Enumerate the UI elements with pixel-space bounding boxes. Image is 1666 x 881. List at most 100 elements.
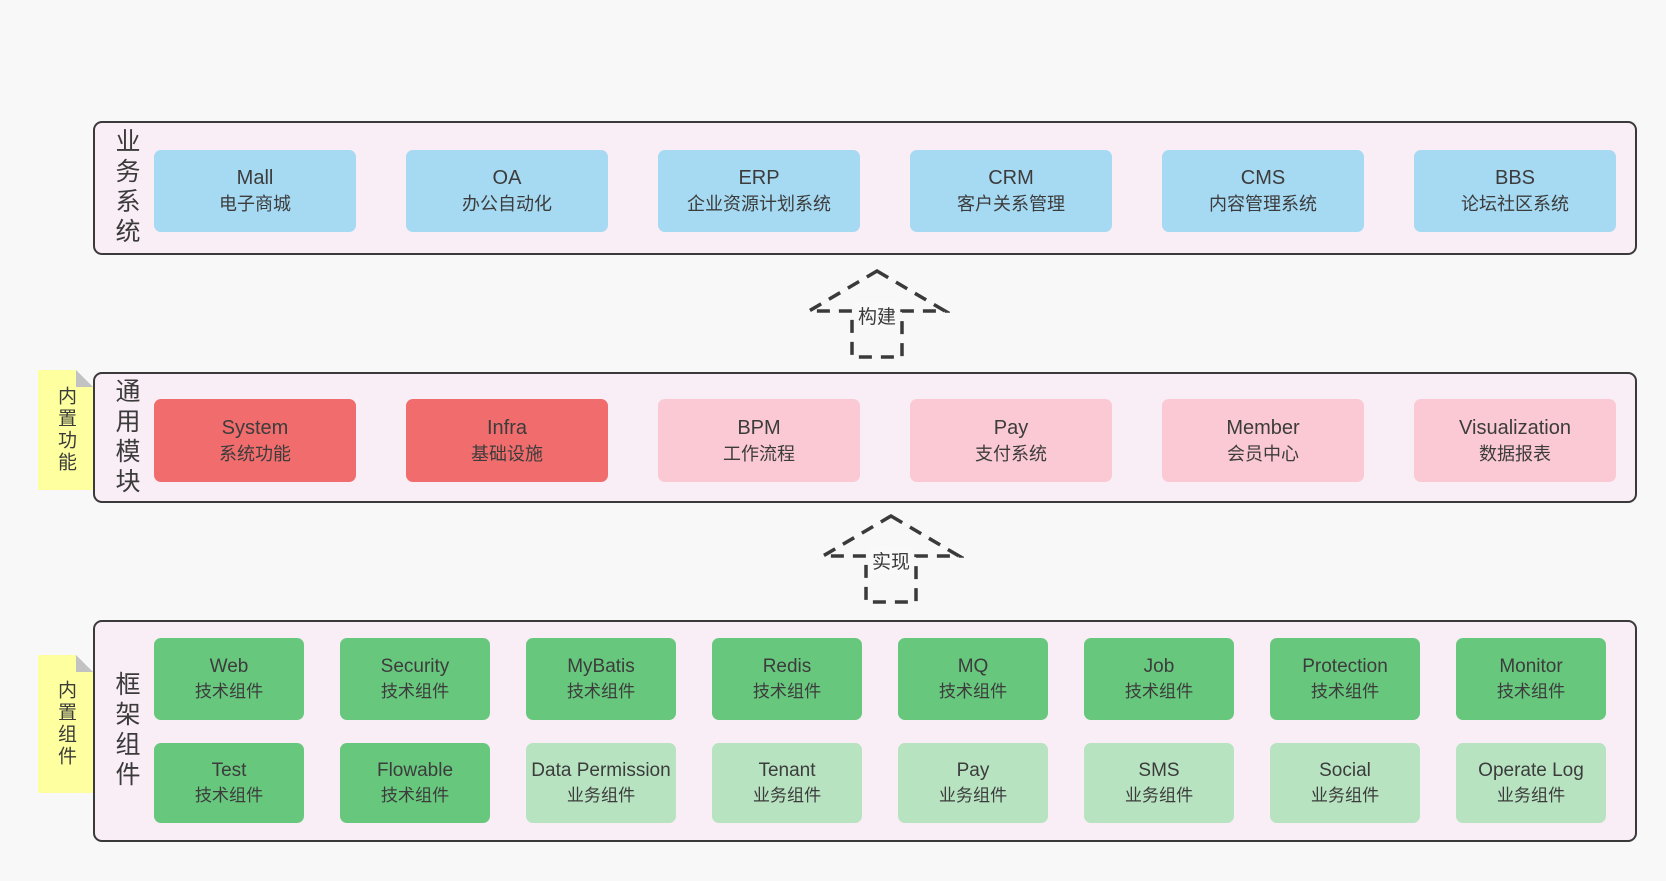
box-title: Job — [1143, 656, 1175, 678]
box-subtitle: 技术组件 — [194, 682, 264, 702]
box-visualization: Visualization 数据报表 — [1414, 399, 1616, 482]
box-title: BPM — [737, 416, 781, 439]
box-mq: MQ 技术组件 — [898, 638, 1048, 720]
folded-corner-icon — [76, 655, 93, 672]
box-subtitle: 业务组件 — [1310, 786, 1380, 806]
box-subtitle: 业务组件 — [938, 786, 1008, 806]
box-title: Infra — [486, 416, 528, 439]
box-subtitle: 会员中心 — [1227, 443, 1299, 464]
box-title: SMS — [1138, 760, 1180, 782]
box-title: CRM — [988, 167, 1034, 190]
sticky-note-label: 内置组件 — [55, 680, 76, 768]
sticky-note-label: 内置功能 — [55, 386, 76, 474]
box-subtitle: 技术组件 — [566, 682, 636, 702]
box-subtitle: 技术组件 — [380, 786, 450, 806]
box-title: Member — [1226, 416, 1300, 439]
box-title: Visualization — [1459, 416, 1571, 439]
box-title: Social — [1319, 760, 1371, 782]
box-subtitle: 技术组件 — [938, 682, 1008, 702]
box-title: MQ — [957, 656, 989, 678]
box-subtitle: 技术组件 — [380, 682, 450, 702]
box-subtitle: 论坛社区系统 — [1461, 194, 1569, 215]
box-subtitle: 企业资源计划系统 — [687, 194, 831, 215]
box-erp: ERP 企业资源计划系统 — [658, 150, 860, 232]
sticky-note-builtin-components: 内置组件 — [38, 655, 93, 793]
box-title: Tenant — [758, 760, 816, 782]
band-business-systems: 业务系统 Mall 电子商城 OA 办公自动化 ERP 企业资源计划系统 CRM 客户关系管理… — [93, 121, 1637, 255]
box-title: Web — [209, 656, 249, 678]
box-job: Job 技术组件 — [1084, 638, 1234, 720]
box-member: Member 会员中心 — [1162, 399, 1364, 482]
box-bpm: BPM 工作流程 — [658, 399, 860, 482]
module-row: Mall 电子商城 OA 办公自动化 ERP 企业资源计划系统 CRM 客户关系管理 CMS 内容… — [154, 150, 1616, 232]
sticky-note-builtin-features: 内置功能 — [38, 370, 93, 490]
box-mall: Mall 电子商城 — [154, 150, 356, 232]
box-subtitle: 技术组件 — [194, 786, 264, 806]
box-title: Pay — [956, 760, 990, 782]
band-label: 业务系统 — [112, 128, 140, 248]
box-subtitle: 基础设施 — [471, 443, 543, 464]
box-title: System — [221, 416, 289, 439]
box-title: Protection — [1302, 656, 1388, 678]
box-title: OA — [492, 167, 522, 190]
box-title: Data Permission — [531, 760, 671, 782]
box-social: Social 业务组件 — [1270, 743, 1420, 823]
box-subtitle: 技术组件 — [752, 682, 822, 702]
box-subtitle: 客户关系管理 — [957, 194, 1065, 215]
box-title: Mall — [236, 167, 274, 190]
box-subtitle: 数据报表 — [1479, 443, 1551, 464]
box-cms: CMS 内容管理系统 — [1162, 150, 1364, 232]
box-oa: OA 办公自动化 — [406, 150, 608, 232]
box-subtitle: 业务组件 — [1496, 786, 1566, 806]
box-redis: Redis 技术组件 — [712, 638, 862, 720]
folded-corner-icon — [76, 370, 93, 387]
box-title: Pay — [993, 416, 1029, 439]
box-title: MyBatis — [567, 656, 635, 678]
box-title: Test — [211, 760, 247, 782]
box-title: Security — [380, 656, 450, 678]
box-title: ERP — [738, 167, 780, 190]
box-title: BBS — [1494, 167, 1536, 190]
box-bbs: BBS 论坛社区系统 — [1414, 150, 1616, 232]
arrow-label: 构建 — [854, 302, 900, 329]
box-pay: Pay 业务组件 — [898, 743, 1048, 823]
box-subtitle: 技术组件 — [1496, 682, 1566, 702]
arrow-label: 实现 — [868, 547, 914, 574]
box-subtitle: 工作流程 — [723, 443, 795, 464]
box-web: Web 技术组件 — [154, 638, 304, 720]
box-title: Redis — [762, 656, 812, 678]
arrow-up-build: 构建 — [804, 268, 950, 360]
box-flowable: Flowable 技术组件 — [340, 743, 490, 823]
box-subtitle: 技术组件 — [1124, 682, 1194, 702]
module-row: Test 技术组件 Flowable 技术组件 Data Permission 业务组件 T… — [154, 743, 1606, 823]
band-rows: Mall 电子商城 OA 办公自动化 ERP 企业资源计划系统 CRM 客户关系管理 CMS 内容… — [154, 150, 1616, 232]
box-test: Test 技术组件 — [154, 743, 304, 823]
box-subtitle: 内容管理系统 — [1209, 194, 1317, 215]
box-subtitle: 办公自动化 — [462, 194, 552, 215]
box-title: Flowable — [376, 760, 454, 782]
box-title: CMS — [1240, 167, 1286, 190]
box-mybatis: MyBatis 技术组件 — [526, 638, 676, 720]
band-label: 框架组件 — [112, 671, 140, 791]
box-subtitle: 业务组件 — [1124, 786, 1194, 806]
box-security: Security 技术组件 — [340, 638, 490, 720]
box-subtitle: 技术组件 — [1310, 682, 1380, 702]
band-label: 通用模块 — [112, 377, 140, 498]
box-subtitle: 业务组件 — [566, 786, 636, 806]
box-protection: Protection 技术组件 — [1270, 638, 1420, 720]
box-subtitle: 电子商城 — [219, 194, 291, 215]
box-subtitle: 支付系统 — [975, 443, 1047, 464]
box-data-permission: Data Permission 业务组件 — [526, 743, 676, 823]
box-infra: Infra 基础设施 — [406, 399, 608, 482]
